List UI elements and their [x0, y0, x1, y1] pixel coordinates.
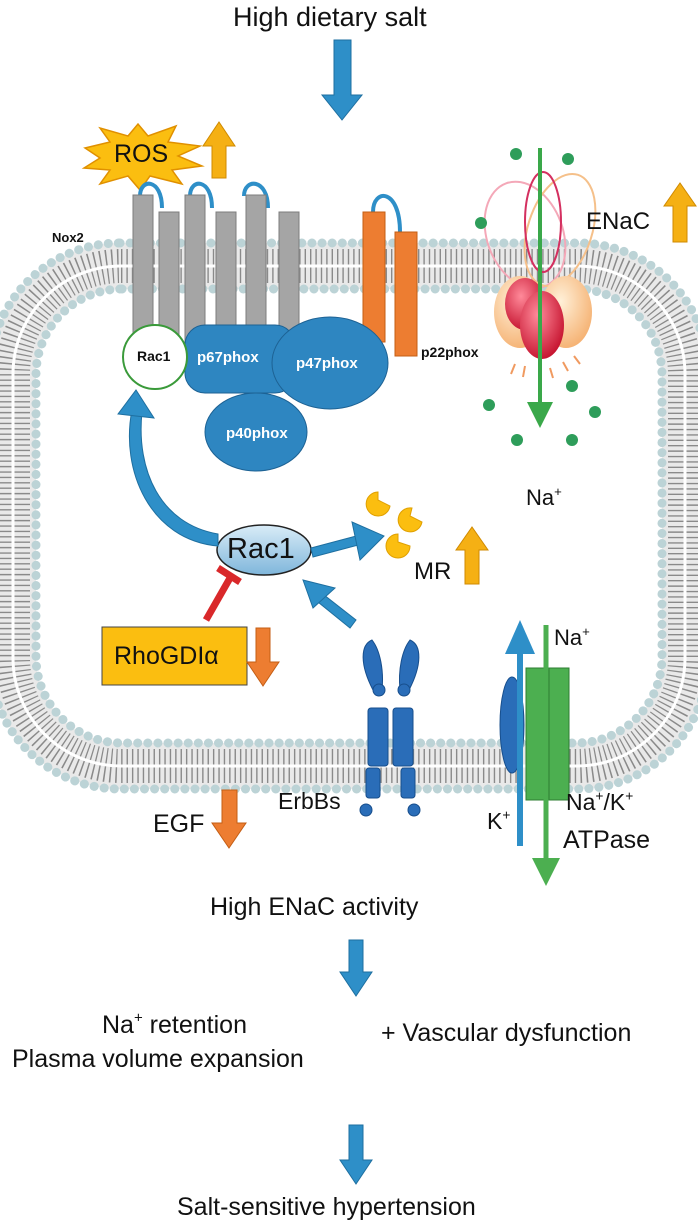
high-dietary-salt-label: High dietary salt: [233, 2, 427, 32]
enac-up-arrow-icon: [663, 182, 697, 243]
enac-channel: [483, 148, 597, 428]
sodium-dots: [475, 148, 601, 446]
rac1-to-mr-arrow: [310, 521, 385, 562]
nox2-label: Nox2: [52, 230, 84, 245]
cell-membrane: [0, 238, 698, 794]
nox2-helix: [132, 194, 154, 348]
rac1-activation-arrowhead: [117, 389, 155, 419]
rac1-label: Rac1: [227, 533, 295, 565]
nox2-helix: [245, 194, 267, 348]
salt-sensitive-hypertension-label: Salt-sensitive hypertension: [177, 1193, 476, 1221]
p47phox-pill: [271, 316, 389, 410]
erbb-receptor: [359, 639, 421, 817]
mr-receptor-icons: [365, 491, 423, 559]
mr-label: MR: [414, 558, 452, 585]
p40phox-pill: [204, 392, 308, 472]
down-arrow-2: [339, 939, 373, 997]
egf-label: EGF: [153, 810, 205, 838]
nox2-complex: [132, 181, 300, 348]
plasma-volume-label: Plasma volume expansion: [12, 1045, 304, 1073]
na-k-atpase: [499, 620, 570, 886]
rhogdi-down-arrow-icon: [246, 627, 280, 687]
rac1-small-label: Rac1: [137, 348, 171, 364]
na-retention-label: Na+ retention: [102, 1009, 247, 1040]
rac1-small-circle: [122, 324, 188, 390]
p22phox-subunit: [362, 194, 418, 357]
k-plus-label: K+: [487, 807, 511, 834]
high-enac-activity-label: High ENaC activity: [210, 893, 419, 921]
mr-up-arrow-icon: [455, 526, 489, 585]
rhogdi-label: RhoGDIα: [114, 642, 219, 670]
erbb-to-rac1-arrow: [302, 579, 357, 629]
erbbs-label: ErbBs: [278, 788, 341, 814]
p22phox-label: p22phox: [421, 344, 479, 360]
p40phox-label: p40phox: [226, 425, 288, 442]
atpase-label: ATPase: [563, 826, 651, 854]
rhogdi-box: [101, 626, 248, 686]
nox2-helix: [184, 194, 206, 348]
down-arrow-3: [339, 1124, 373, 1185]
na-pump-label: Na+: [554, 623, 590, 650]
vascular-dysfunction-label: + Vascular dysfunction: [381, 1019, 632, 1047]
na-inside-label: Na+: [526, 483, 562, 510]
enac-label: ENaC: [586, 208, 651, 235]
ros-burst-icon: [81, 122, 205, 192]
p47phox-label: p47phox: [296, 355, 358, 372]
rhogdi-inhibition: [202, 565, 242, 622]
ros-label: ROS: [114, 140, 169, 168]
down-arrow-1: [320, 39, 364, 121]
ros-up-arrow-icon: [202, 121, 236, 179]
p67phox-label: p67phox: [197, 349, 259, 366]
na-k-label: Na+/K+: [566, 788, 634, 815]
egf-down-arrow-icon: [211, 789, 247, 849]
